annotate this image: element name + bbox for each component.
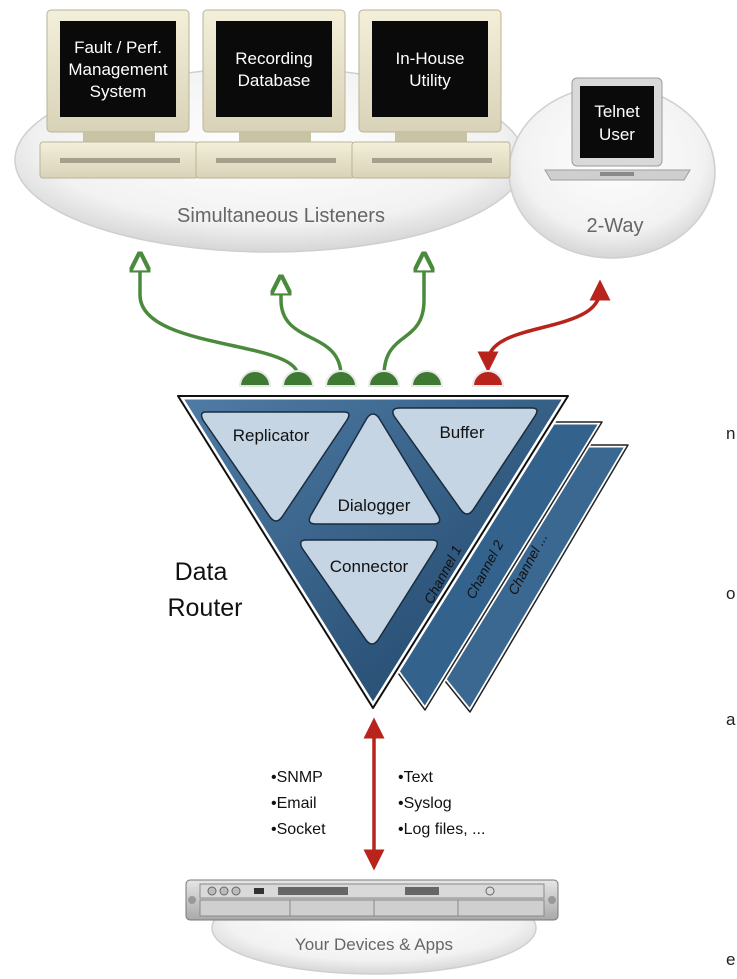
green-arrow-fault-management [140, 262, 300, 377]
margin-letter-3: a [726, 710, 736, 729]
router-title-line1: Data [175, 558, 228, 586]
module-buffer-label: Buffer [439, 423, 484, 442]
module-replicator-shape [200, 411, 350, 522]
module-buffer-shape [392, 407, 538, 515]
module-dialogger-shape [308, 413, 441, 525]
module-dialogger-label: Dialogger [338, 496, 411, 515]
margin-letter-4: e [726, 950, 736, 969]
module-replicator-label: Replicator [233, 426, 310, 445]
laptop-label-line1: Telnet [594, 102, 640, 121]
router-front-outline [177, 395, 569, 709]
protocol-left-3: •Socket [271, 821, 326, 838]
computer3-label-line2: Utility [409, 71, 451, 90]
listeners-caption: Simultaneous Listeners [177, 205, 385, 227]
red-arrow-telnet-two-way [477, 279, 611, 373]
laptop-telnet-user [544, 77, 691, 181]
protocol-left-2: •Email [271, 795, 317, 812]
module-connector-label: Connector [330, 557, 409, 576]
laptop-label-line2: User [599, 125, 635, 144]
computer1-label-line2: Management [68, 60, 168, 79]
green-arrow-recording-database [281, 285, 343, 377]
green-arrow-in-house-utility [382, 262, 424, 377]
protocol-right-1: •Text [398, 769, 434, 786]
computer-recording-database [195, 9, 355, 179]
module-connector-shape [299, 539, 439, 645]
margin-letter-2: o [726, 584, 736, 603]
router-title-line2: Router [167, 594, 242, 622]
margin-letter-1: n [726, 424, 736, 443]
computer2-label-line2: Database [238, 71, 311, 90]
two-way-caption: 2-Way [586, 215, 643, 237]
computer3-label-line1: In-House [396, 49, 465, 68]
computer-in-house-utility [351, 9, 511, 179]
router-connector-bumps [238, 370, 505, 387]
computer2-label-line1: Recording [235, 49, 313, 68]
computer-fault-management [39, 9, 199, 179]
computer1-label-line1: Fault / Perf. [74, 38, 162, 57]
computer1-label-line3: System [90, 82, 147, 101]
rack-server [185, 879, 559, 921]
devices-caption: Your Devices & Apps [295, 935, 453, 954]
protocol-left-1: •SNMP [271, 769, 323, 786]
protocol-right-3: •Log files, ... [398, 821, 485, 838]
protocol-right-2: •Syslog [398, 795, 452, 812]
